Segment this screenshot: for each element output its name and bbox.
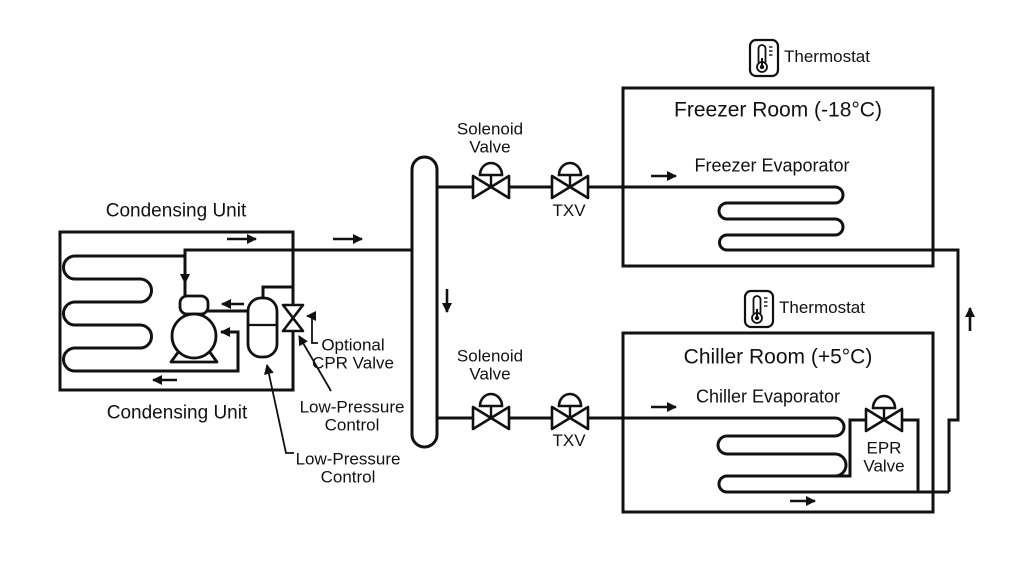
receiver [246,296,279,359]
solenoid-valve-freezer [471,161,511,200]
valve-actuator-dome [557,161,583,177]
solenoid-valve-chiller-label: Solenoid Valve [456,346,524,384]
epr-outlet-pipe [902,418,920,492]
txv-freezer-label: TXV [552,200,586,220]
condenser-coil [62,254,240,373]
valve-actuator-dome [478,161,504,177]
callout-leader-cpr [306,311,318,344]
valve-actuator-dome [478,392,504,408]
compressor [169,294,219,364]
cpr-valve [281,303,305,333]
valve-actuator-dome [871,394,897,410]
condensing-unit-title: Condensing Unit [105,200,247,222]
thermostat-label-chiller: Thermostat [779,297,865,317]
callout-leader-low-pressure-2 [264,364,294,454]
freezer-evaporator-label: Freezer Evaporator [694,155,850,176]
txv-freezer [550,161,590,200]
chiller-evaporator-label: Chiller Evaporator [695,386,841,407]
low-pressure-control-label-2: Low-Pressure Control [295,449,401,487]
thermostat-icon-chiller [743,289,775,329]
freezer-room-title: Freezer Room (-18°C) [674,98,882,122]
condensing-unit-caption: Condensing Unit [106,402,248,424]
compressor-dome [178,294,210,316]
epr-inlet-pipe [835,418,866,478]
solenoid-valve-chiller [471,392,511,431]
compressor-body [170,312,218,360]
low-pressure-control-label-1: Low-Pressure Control [299,397,405,435]
liquid-manifold [410,155,439,449]
callout-leader-low-pressure-1 [298,335,332,392]
valve-actuator-dome [557,392,583,408]
freezer-evaporator-coil [625,185,960,492]
epr-valve [864,394,904,433]
thermostat-label-freezer: Thermostat [784,46,870,66]
receiver-outlet-pipe [261,285,293,298]
thermostat-icon-freezer [748,38,780,78]
chiller-evaporator-coil [625,416,949,494]
optional-cpr-valve-label: Optional CPR Valve [312,335,394,373]
freezer-room-box [621,86,935,268]
txv-chiller-label: TXV [552,430,586,450]
solenoid-valve-freezer-label: Solenoid Valve [456,119,524,157]
chiller-room-box [621,331,935,514]
chiller-room-title: Chiller Room (+5°C) [683,345,873,369]
txv-chiller [550,392,590,431]
discharge-supply-line [183,248,412,297]
epr-valve-label: EPR Valve [863,438,905,476]
